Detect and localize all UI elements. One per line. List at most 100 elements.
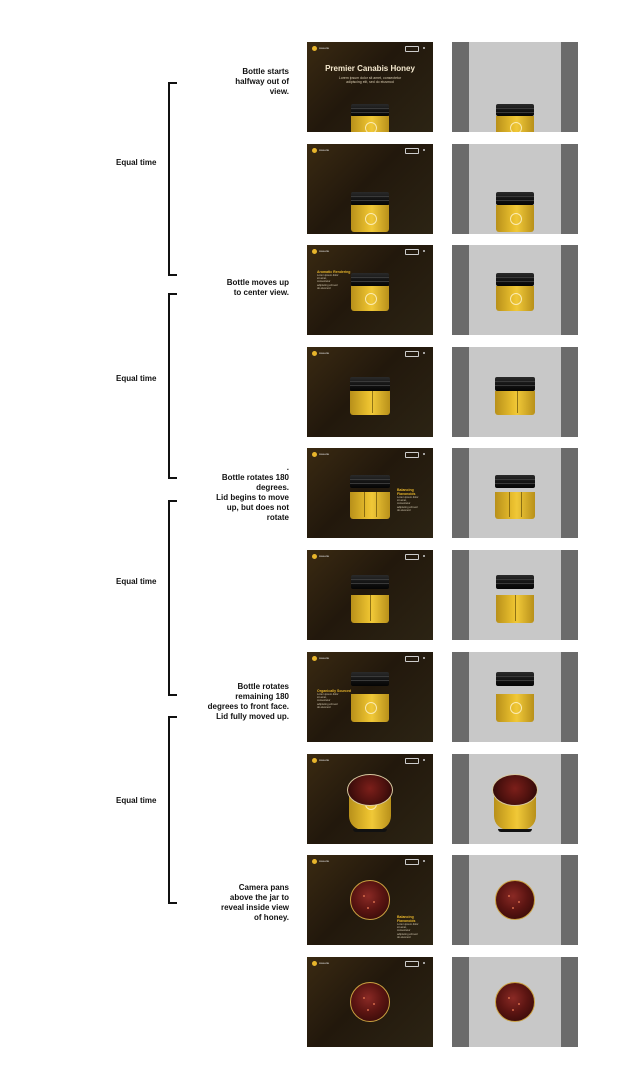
- time-bracket-2: [168, 293, 177, 479]
- brand-logo-text: sweetie: [319, 452, 330, 456]
- feature-callout: Aromatic Rendering Lorem ipsum dolor sit…: [317, 270, 350, 290]
- nav-button: [405, 859, 419, 865]
- storyboard-frame-3: sweetie Aromatic Rendering Lorem ipsum d…: [307, 245, 433, 335]
- brand-logo-icon: [312, 758, 317, 763]
- reference-render-10: [452, 957, 578, 1047]
- honey-jar: [350, 377, 390, 415]
- menu-icon: [423, 47, 425, 49]
- honey-jar: [351, 192, 389, 232]
- storyboard-frame-7: sweetie Organically Sourced Lorem ipsum …: [307, 652, 433, 742]
- equal-time-label-1: Equal time: [116, 158, 157, 167]
- brand-logo-icon: [312, 961, 317, 966]
- storyboard-frame-5: sweetie Balancing Flavonoids Lorem ipsum…: [307, 448, 433, 538]
- time-bracket-1: [168, 82, 177, 276]
- menu-icon: [423, 149, 425, 151]
- brand-logo-text: sweetie: [319, 961, 330, 965]
- honey-top-view: [495, 880, 535, 920]
- reference-render-1: [452, 42, 578, 132]
- brand-logo-text: sweetie: [319, 46, 330, 50]
- equal-time-label-3: Equal time: [116, 577, 157, 586]
- nav-button: [405, 46, 419, 52]
- feature-callout: Balancing Flavonoids Lorem ipsum dolor s…: [397, 915, 433, 939]
- nav-button: [405, 452, 419, 458]
- brand-logo-icon: [312, 554, 317, 559]
- storyboard-frame-1: sweetie Premier Canabis Honey Lorem ipsu…: [307, 42, 433, 132]
- feature-callout: Organically Sourced Lorem ipsum dolor si…: [317, 689, 351, 709]
- feature-callout: Balancing Flavonoids Lorem ipsum dolor s…: [397, 488, 433, 512]
- callout-body: Lorem ipsum dolor sit amet, consectetur …: [317, 693, 339, 709]
- time-bracket-3: [168, 500, 177, 696]
- equal-time-label-4: Equal time: [116, 796, 157, 805]
- menu-icon: [423, 657, 425, 659]
- note-bottle-rotates-180: . Bottle rotates 180 degrees. Lid begins…: [216, 463, 289, 522]
- honey-jar: [496, 104, 534, 132]
- reference-render-4: [452, 347, 578, 437]
- callout-body: Lorem ipsum dolor sit amet, consectetur …: [397, 923, 419, 939]
- nav-button: [405, 249, 419, 255]
- storyboard-frame-2: sweetie: [307, 144, 433, 234]
- brand-logo-icon: [312, 249, 317, 254]
- brand-logo-text: sweetie: [319, 656, 330, 660]
- storyboard-frame-4: sweetie: [307, 347, 433, 437]
- honey-top-view: [350, 880, 390, 920]
- callout-title: Balancing Flavonoids: [397, 488, 416, 496]
- nav-button: [405, 758, 419, 764]
- nav-button: [405, 961, 419, 967]
- brand-logo-icon: [312, 46, 317, 51]
- brand-logo-text: sweetie: [319, 554, 330, 558]
- reference-render-3: [452, 245, 578, 335]
- note-bottle-rotates-remaining: Bottle rotates remaining 180 degrees to …: [207, 682, 289, 721]
- honey-jar: [496, 192, 534, 232]
- brand-logo-icon: [312, 452, 317, 457]
- honey-jar: [495, 475, 535, 519]
- brand-logo-icon: [312, 859, 317, 864]
- nav-button: [405, 554, 419, 560]
- reference-render-2: [452, 144, 578, 234]
- hero-title: Premier Canabis Honey: [325, 64, 415, 73]
- callout-body: Lorem ipsum dolor sit amet, consectetur …: [317, 274, 339, 290]
- menu-icon: [423, 352, 425, 354]
- callout-title: Aromatic Rendering: [317, 270, 351, 274]
- honey-jar: [351, 273, 389, 311]
- menu-icon: [423, 453, 425, 455]
- honey-jar: [351, 672, 389, 722]
- reference-render-6: [452, 550, 578, 640]
- honey-jar: [496, 273, 534, 311]
- honey-jar: [495, 377, 535, 415]
- honey-top-view: [350, 982, 390, 1022]
- reference-render-9: [452, 855, 578, 945]
- storyboard-frame-9: sweetie Balancing Flavonoids Lorem ipsum…: [307, 855, 433, 945]
- reference-render-7: [452, 652, 578, 742]
- callout-title: Organically Sourced: [317, 689, 352, 693]
- brand-logo-icon: [312, 656, 317, 661]
- honey-jar: [350, 475, 390, 519]
- brand-logo-text: sweetie: [319, 859, 330, 863]
- brand-logo-icon: [312, 351, 317, 356]
- honey-jar: [351, 575, 389, 623]
- brand-logo-text: sweetie: [319, 148, 330, 152]
- note-bottle-starts: Bottle starts halfway out of view.: [235, 67, 289, 96]
- brand-logo-text: sweetie: [319, 351, 330, 355]
- nav-button: [405, 351, 419, 357]
- honey-jar: [351, 104, 389, 132]
- storyboard-frame-8: sweetie: [307, 754, 433, 844]
- hero-subtitle: Lorem ipsum dolor sit amet, consectetur …: [338, 76, 402, 84]
- callout-body: Lorem ipsum dolor sit amet, consectetur …: [397, 496, 419, 512]
- note-bottle-moves-up: Bottle moves up to center view.: [226, 278, 289, 297]
- nav-button: [405, 656, 419, 662]
- honey-jar: [496, 575, 534, 623]
- time-bracket-4: [168, 716, 177, 904]
- brand-logo-icon: [312, 148, 317, 153]
- reference-render-5: [452, 448, 578, 538]
- brand-logo-text: sweetie: [319, 758, 330, 762]
- storyboard-frame-6: sweetie: [307, 550, 433, 640]
- menu-icon: [423, 759, 425, 761]
- menu-icon: [423, 250, 425, 252]
- nav-button: [405, 148, 419, 154]
- reference-render-8: [452, 754, 578, 844]
- storyboard-frame-10: sweetie: [307, 957, 433, 1047]
- honey-jar: [496, 672, 534, 722]
- equal-time-label-2: Equal time: [116, 374, 157, 383]
- honey-top-view: [495, 982, 535, 1022]
- note-camera-pans: Camera pans above the jar to reveal insi…: [220, 883, 289, 922]
